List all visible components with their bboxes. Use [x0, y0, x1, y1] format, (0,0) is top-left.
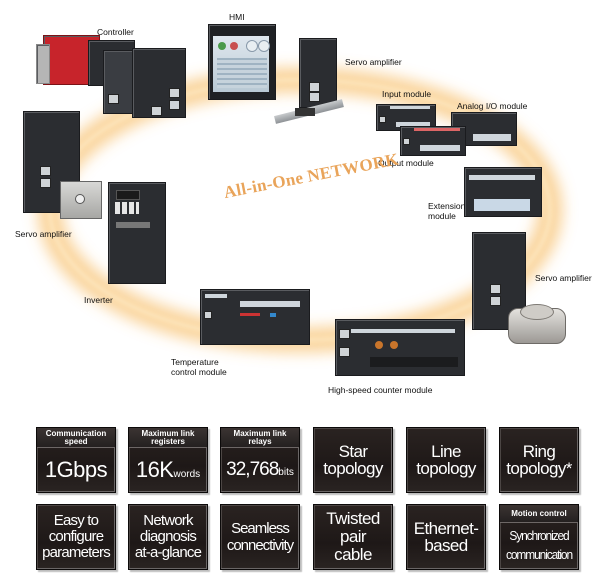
feature-max-link-relays: Maximum link relays 32,768bits	[220, 427, 300, 493]
feature-value: 1Gbps	[37, 452, 115, 488]
servo-amplifier-top-device	[274, 38, 365, 138]
network-diagram: Controller HMI Servo amplifier Input mod…	[15, 12, 592, 395]
value-number: 16K	[135, 457, 174, 482]
feature-header: Maximum link relays	[221, 428, 299, 448]
line-2: topology	[323, 459, 383, 478]
label-temperature-line2: control module	[171, 367, 227, 377]
value-number: 1Gbps	[44, 457, 108, 482]
label-extension-line2: module	[428, 211, 456, 221]
label-input-module: Input module	[382, 89, 432, 99]
label-hmi: HMI	[229, 12, 245, 22]
line-1: Twisted	[326, 509, 380, 528]
extension-module-device	[464, 167, 542, 217]
feature-text: Ethernet-based	[407, 520, 485, 554]
line-1: Line	[431, 442, 461, 461]
feature-text: Synchronized communication	[503, 526, 575, 564]
line-2: configure	[48, 528, 104, 545]
line-2: connectivity	[226, 537, 294, 554]
feature-value: 16Kwords	[129, 452, 207, 492]
temperature-control-device	[200, 289, 310, 345]
hmi-device	[208, 22, 276, 100]
feature-synchronized-communication: Motion control Synchronized communication	[499, 504, 579, 570]
value-unit: bits	[278, 467, 294, 478]
line-2: based	[424, 536, 468, 555]
high-speed-counter-device	[335, 319, 465, 376]
label-controller: Controller	[97, 27, 134, 37]
line-2: topology	[416, 459, 476, 478]
line-1: Easy to	[53, 512, 99, 529]
feature-communication-speed: Communication speed 1Gbps	[36, 427, 116, 493]
feature-ethernet-based: Ethernet-based	[406, 504, 486, 570]
line-2: communication	[505, 547, 573, 562]
line-1: Ring	[522, 442, 556, 461]
label-servo-amplifier-left: Servo amplifier	[15, 229, 72, 239]
feature-header: Communication speed	[37, 428, 115, 448]
line-1: Synchronized	[509, 528, 569, 543]
label-temperature-control: Temperature control module	[171, 357, 227, 377]
line-3: at-a-glance	[134, 544, 202, 561]
feature-value: 32,768bits	[221, 452, 299, 491]
label-servo-amplifier-right: Servo amplifier	[535, 273, 592, 283]
value-number: 32,768	[226, 459, 279, 480]
line-1: Seamless	[231, 520, 290, 537]
line-2: pair	[340, 527, 367, 546]
inverter-device	[108, 182, 166, 284]
line-2: topology*	[506, 459, 572, 478]
value-unit: words	[173, 469, 201, 480]
label-analog-io-module: Analog I/O module	[457, 101, 528, 111]
label-output-module: Output module	[378, 158, 434, 168]
label-extension-module: Extension module	[428, 201, 465, 221]
servo-amplifier-left-device	[20, 108, 110, 219]
label-extension-line1: Extension	[428, 201, 466, 211]
line-1: Ethernet-	[413, 519, 479, 538]
label-servo-amplifier-top: Servo amplifier	[345, 57, 402, 67]
feature-max-link-registers: Maximum link registers 16Kwords	[128, 427, 208, 493]
feature-header: Maximum link registers	[129, 428, 207, 448]
servo-amplifier-right-device	[472, 232, 582, 352]
label-inverter: Inverter	[84, 295, 113, 305]
line-2: diagnosis	[139, 528, 197, 545]
feature-header: Motion control	[500, 505, 578, 523]
line-1: Network	[143, 512, 193, 529]
line-3: cable	[334, 545, 372, 564]
label-high-speed-counter: High-speed counter module	[328, 385, 433, 395]
output-module-device	[400, 126, 466, 156]
line-1: Star	[338, 442, 368, 461]
controller-device	[33, 30, 186, 120]
label-temperature-line1: Temperature	[171, 357, 219, 367]
line-3: parameters	[42, 544, 111, 561]
